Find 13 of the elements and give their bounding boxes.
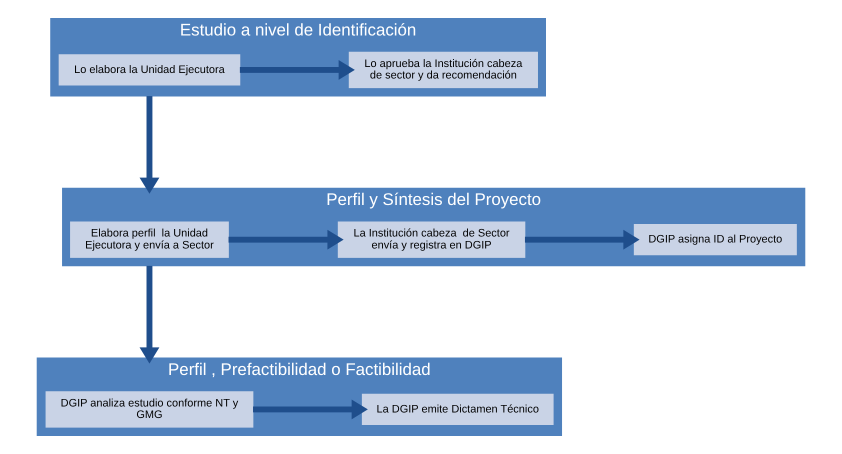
- arrow: [228, 230, 344, 250]
- arrow: [253, 400, 368, 420]
- arrow: [140, 96, 160, 194]
- node-box: DGIP analiza estudio conforme NT y GMG: [46, 391, 254, 428]
- node-box: DGIP asigna ID al Proyecto: [634, 224, 797, 256]
- arrow: [240, 60, 355, 80]
- node-box: Elabora perfil la Unidad Ejecutora y envía a Sector: [70, 222, 229, 258]
- node-box: La DGIP emite Dictamen Técnico: [362, 394, 554, 426]
- arrow: [524, 230, 640, 250]
- node-box: La Institución cabeza de Sector envía y registra en DGIP: [338, 222, 526, 258]
- node-box: Lo elabora la Unidad Ejecutora: [58, 54, 240, 86]
- arrow: [140, 266, 160, 364]
- node-box: Lo aprueba la Institución cabeza de sector y da recomendación: [348, 52, 538, 88]
